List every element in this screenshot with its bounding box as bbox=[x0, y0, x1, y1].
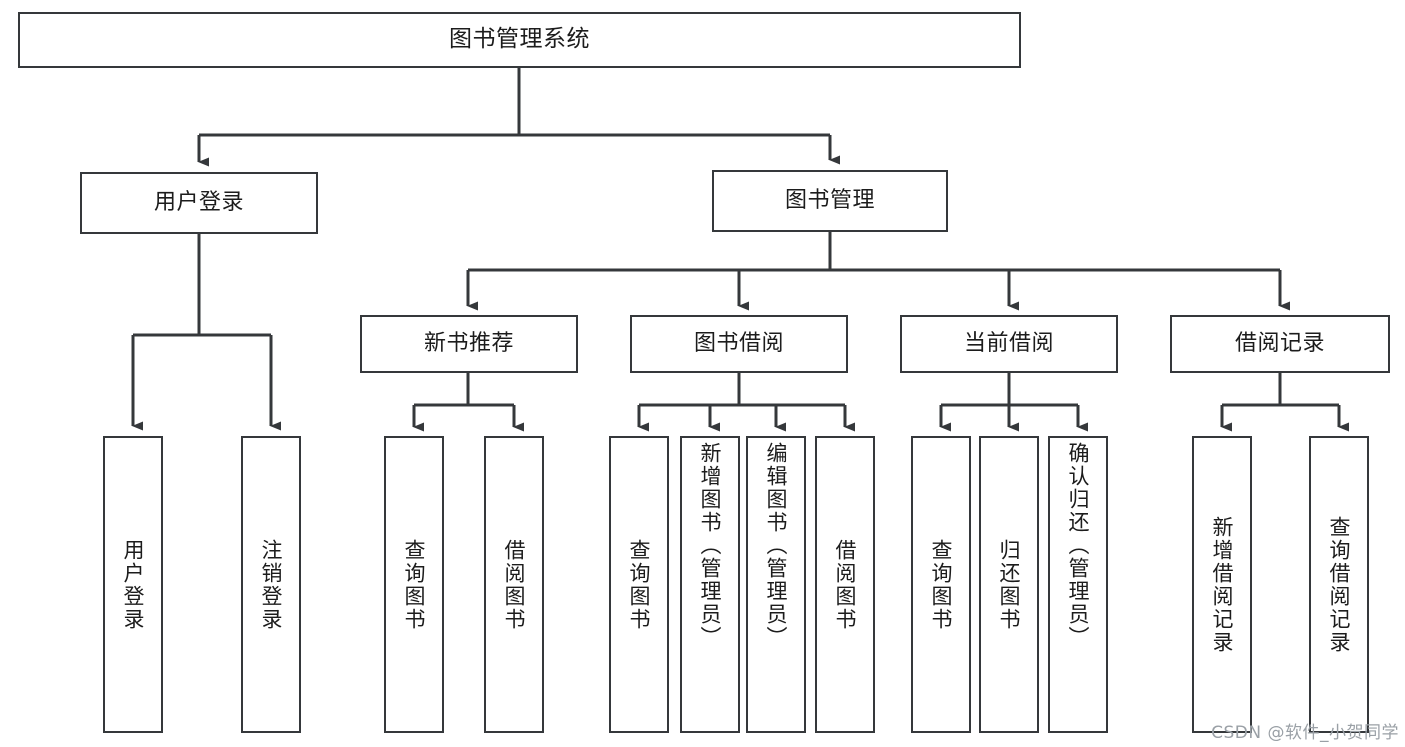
node-book-manage-label: 图书管理 bbox=[784, 188, 875, 214]
node-leaf-confirm-return-label: 确认归还（管理员） bbox=[1066, 442, 1091, 649]
node-leaf-add-book[interactable]: 新增图书（管理员） bbox=[680, 436, 740, 733]
node-leaf-confirm-return[interactable]: 确认归还（管理员） bbox=[1048, 436, 1108, 733]
node-leaf-query-record-label: 查询借阅记录 bbox=[1327, 515, 1352, 654]
node-book-borrow[interactable]: 图书借阅 bbox=[630, 315, 848, 373]
node-leaf-add-book-label: 新增图书（管理员） bbox=[698, 442, 723, 649]
node-leaf-edit-book[interactable]: 编辑图书（管理员） bbox=[746, 436, 806, 733]
watermark-text: CSDN @软件_小贺同学 bbox=[1211, 723, 1399, 743]
node-leaf-query-book-2-label: 查询图书 bbox=[627, 538, 652, 631]
node-leaf-query-record[interactable]: 查询借阅记录 bbox=[1309, 436, 1369, 733]
node-leaf-add-record-label: 新增借阅记录 bbox=[1210, 515, 1235, 654]
node-current-borrow[interactable]: 当前借阅 bbox=[900, 315, 1118, 373]
node-leaf-return-book[interactable]: 归还图书 bbox=[979, 436, 1039, 733]
node-borrow-record[interactable]: 借阅记录 bbox=[1170, 315, 1390, 373]
node-leaf-query-book-1-label: 查询图书 bbox=[402, 538, 427, 631]
node-leaf-query-book-2[interactable]: 查询图书 bbox=[609, 436, 669, 733]
node-leaf-logout[interactable]: 注销登录 bbox=[241, 436, 301, 733]
node-leaf-query-book-3[interactable]: 查询图书 bbox=[911, 436, 971, 733]
node-leaf-query-book-1[interactable]: 查询图书 bbox=[384, 436, 444, 733]
node-leaf-user-login[interactable]: 用户登录 bbox=[103, 436, 163, 733]
node-leaf-user-login-label: 用户登录 bbox=[121, 538, 146, 631]
node-leaf-edit-book-label: 编辑图书（管理员） bbox=[764, 442, 789, 649]
node-borrow-record-label: 借阅记录 bbox=[1234, 331, 1325, 357]
node-leaf-borrow-book-2-label: 借阅图书 bbox=[833, 538, 858, 631]
node-book-borrow-label: 图书借阅 bbox=[693, 331, 784, 357]
node-leaf-borrow-book-1-label: 借阅图书 bbox=[502, 538, 527, 631]
node-current-borrow-label: 当前借阅 bbox=[963, 331, 1054, 357]
node-leaf-add-record[interactable]: 新增借阅记录 bbox=[1192, 436, 1252, 733]
node-leaf-borrow-book-1[interactable]: 借阅图书 bbox=[484, 436, 544, 733]
node-root[interactable]: 图书管理系统 bbox=[18, 12, 1021, 68]
node-leaf-query-book-3-label: 查询图书 bbox=[929, 538, 954, 631]
node-leaf-logout-label: 注销登录 bbox=[259, 538, 284, 631]
node-user-login-label: 用户登录 bbox=[153, 190, 244, 216]
node-book-manage[interactable]: 图书管理 bbox=[712, 170, 948, 232]
node-new-book-recommend-label: 新书推荐 bbox=[423, 331, 514, 357]
node-user-login[interactable]: 用户登录 bbox=[80, 172, 318, 234]
node-new-book-recommend[interactable]: 新书推荐 bbox=[360, 315, 578, 373]
node-root-label: 图书管理系统 bbox=[449, 26, 590, 53]
node-leaf-return-book-label: 归还图书 bbox=[997, 538, 1022, 631]
node-leaf-borrow-book-2[interactable]: 借阅图书 bbox=[815, 436, 875, 733]
